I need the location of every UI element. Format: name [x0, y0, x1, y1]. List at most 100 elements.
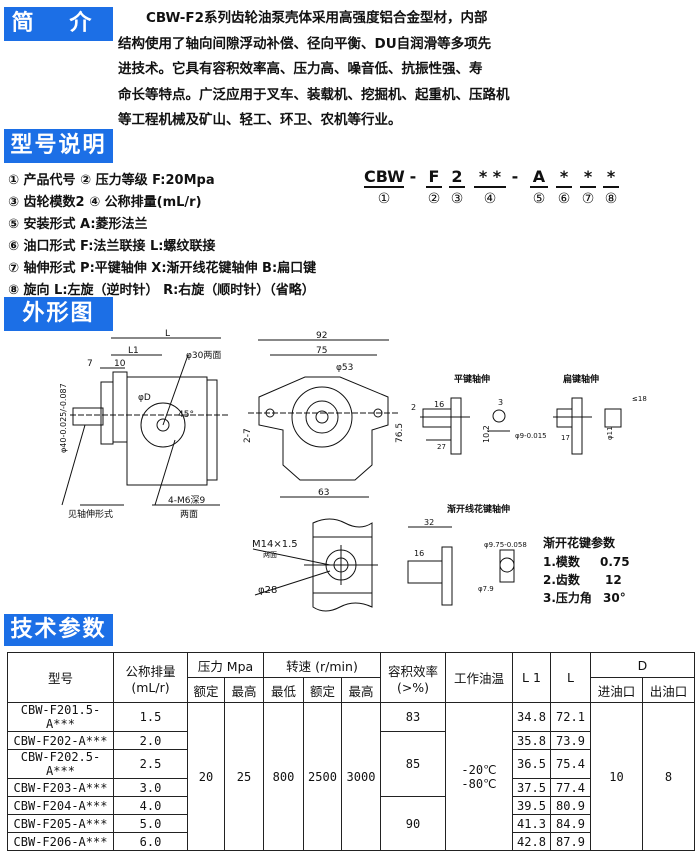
dim-92: 92	[316, 331, 327, 341]
flat-mouth-drawing	[553, 397, 622, 455]
thread-note: 4-M6深9	[168, 495, 205, 506]
col-model: 型号	[7, 652, 114, 703]
model-line: ① 产品代号 ② 压力等级 F:20Mpa	[8, 173, 215, 188]
intro-line: CBW-F2系列齿轮油泵壳体采用高强度铝合金型材，内部	[146, 10, 488, 26]
cell-L: 77.4	[550, 778, 591, 797]
cell-efficiency: 83	[380, 702, 446, 732]
spline-param-label: 3.压力角	[543, 590, 592, 605]
dim-L1: L1	[128, 346, 139, 356]
spline-param-label: 1.模数	[543, 554, 581, 569]
spec-table: 型号 公称排量(mL/r) 压力 Mpa 转速 (r/min) 容积效率(>%)…	[7, 652, 695, 851]
cell-L: 87.9	[550, 832, 591, 851]
code-index: ⑦	[581, 191, 595, 207]
table-row: CBW-F201.5-A*** 1.5 20 25 800 2500 3000 …	[7, 702, 695, 851]
cell-n-min: 800	[263, 702, 304, 851]
col-L1: L 1	[512, 652, 551, 703]
cell-p-rated: 20	[187, 702, 225, 851]
cell-n-max: 3000	[341, 702, 381, 851]
cell-efficiency: 85	[380, 731, 446, 797]
temp-high: -80℃	[461, 776, 497, 791]
code-part: *	[580, 168, 596, 188]
col-speed-min: 最低	[263, 677, 304, 703]
code-part: 2	[449, 168, 465, 188]
dim: φ7.9	[478, 585, 494, 593]
outline-drawing: L L1 7 10 φ30两面 φD 45° φ40-0.025/-0.087 …	[59, 329, 647, 612]
intro-line: 结构使用了轴向间隙浮动补偿、径向平衡、DU自润滑等多项先	[118, 35, 492, 52]
code-part: CBW	[364, 167, 405, 188]
spline-param-label: 2.齿数	[543, 572, 581, 587]
dim-phi40: φ40-0.025/-0.087	[59, 383, 68, 453]
model-line: ③ 齿轮模数2 ④ 公称排量(mL/r)	[8, 195, 202, 210]
cell-p-max: 25	[224, 702, 264, 851]
spline-drawing	[407, 526, 515, 606]
col-displacement: 公称排量(mL/r)	[113, 652, 188, 703]
col-speed-rated: 额定	[303, 677, 342, 703]
code-part: *	[556, 168, 572, 188]
col-displacement-unit: (mL/r)	[131, 679, 170, 695]
dim-76-5: 76.5	[395, 423, 405, 443]
col-pressure-max: 最高	[224, 677, 264, 703]
col-efficiency-label: 容积效率	[387, 663, 438, 679]
cell-L: 72.1	[550, 702, 591, 732]
dim: 2	[411, 403, 416, 412]
section-title-spec: 技术参数	[4, 614, 113, 646]
dim: φ9-0.015	[515, 432, 547, 440]
cell-model: CBW-F201.5-A***	[7, 702, 114, 732]
cell-L: 75.4	[550, 749, 591, 779]
dim: 10.2	[482, 425, 491, 443]
cell-L1: 41.3	[512, 814, 551, 833]
cell-model: CBW-F206-A***	[7, 832, 114, 851]
code-index: ②	[427, 191, 441, 207]
front-view	[248, 339, 400, 498]
dim-phiD: φD	[138, 393, 151, 403]
dim: φ11	[606, 426, 614, 440]
dim: 17	[561, 434, 570, 442]
cell-L1: 36.5	[512, 749, 551, 779]
intro-line: 进技术。它具有容积效率高、压力高、噪音低、抗振性强、寿	[118, 61, 483, 77]
thread-both: 两面	[180, 509, 198, 520]
col-displacement-label: 公称排量	[125, 663, 176, 679]
flat-key-drawing	[420, 397, 510, 455]
dim-m14: M14×1.5	[252, 539, 298, 550]
col-pressure-rated: 额定	[187, 677, 225, 703]
spline-title: 渐开线花键轴伸	[447, 503, 510, 515]
cell-L: 84.9	[550, 814, 591, 833]
model-line: ⑤ 安装形式 A:菱形法兰	[8, 217, 148, 232]
cell-model: CBW-F202.5-A***	[7, 749, 114, 779]
shaft-note: 见轴伸形式	[68, 508, 113, 520]
cell-displacement: 5.0	[113, 814, 188, 833]
col-L: L	[550, 652, 591, 703]
dim-2-7: 2-7	[243, 428, 253, 443]
flat-mouth-title: 扁键轴伸	[563, 373, 599, 385]
cell-oil-temp: -20℃-80℃	[445, 702, 513, 851]
dim: 32	[424, 518, 434, 527]
spline-params-title: 渐开花键参数	[543, 535, 616, 550]
dim: 16	[414, 549, 424, 558]
spline-params: 渐开花键参数 1.模数 0.75 2.齿数 12 3.压力角 30°	[543, 535, 630, 605]
intro-line: 命长等特点。广泛应用于叉车、装载机、挖掘机、起重机、压路机	[118, 86, 510, 103]
port-view	[252, 518, 378, 612]
model-line: ⑧ 旋向 L:左旋（逆时针） R:右旋（顺时针）（省略）	[8, 283, 315, 298]
col-d-inlet: 进油口	[590, 677, 643, 703]
dim-m14-both: 两面	[263, 551, 277, 559]
model-line: ⑦ 轴伸形式 P:平键轴伸 X:渐开线花键轴伸 B:扁口键	[8, 261, 317, 276]
code-index: ①	[377, 191, 391, 207]
cell-L1: 39.5	[512, 796, 551, 815]
cell-displacement: 2.0	[113, 731, 188, 750]
code-index: ⑥	[557, 191, 571, 207]
section-title-intro: 简 介	[4, 7, 113, 41]
cell-model: CBW-F203-A***	[7, 778, 114, 797]
dim-phi53: φ53	[336, 363, 353, 373]
code-part: F	[426, 168, 442, 188]
cell-d-outlet: 8	[642, 702, 695, 851]
dim-phi28: φ28	[258, 585, 277, 596]
col-d-outlet: 出油口	[642, 677, 695, 703]
code-index: ⑧	[604, 191, 618, 207]
code-index: ④	[483, 191, 497, 207]
dim-63: 63	[318, 488, 329, 498]
intro-text: CBW-F2系列齿轮油泵壳体采用高强度铝合金型材，内部 结构使用了轴向间隙浮动补…	[118, 6, 558, 134]
dim-7: 7	[87, 359, 93, 369]
spline-param-value: 0.75	[600, 555, 630, 569]
